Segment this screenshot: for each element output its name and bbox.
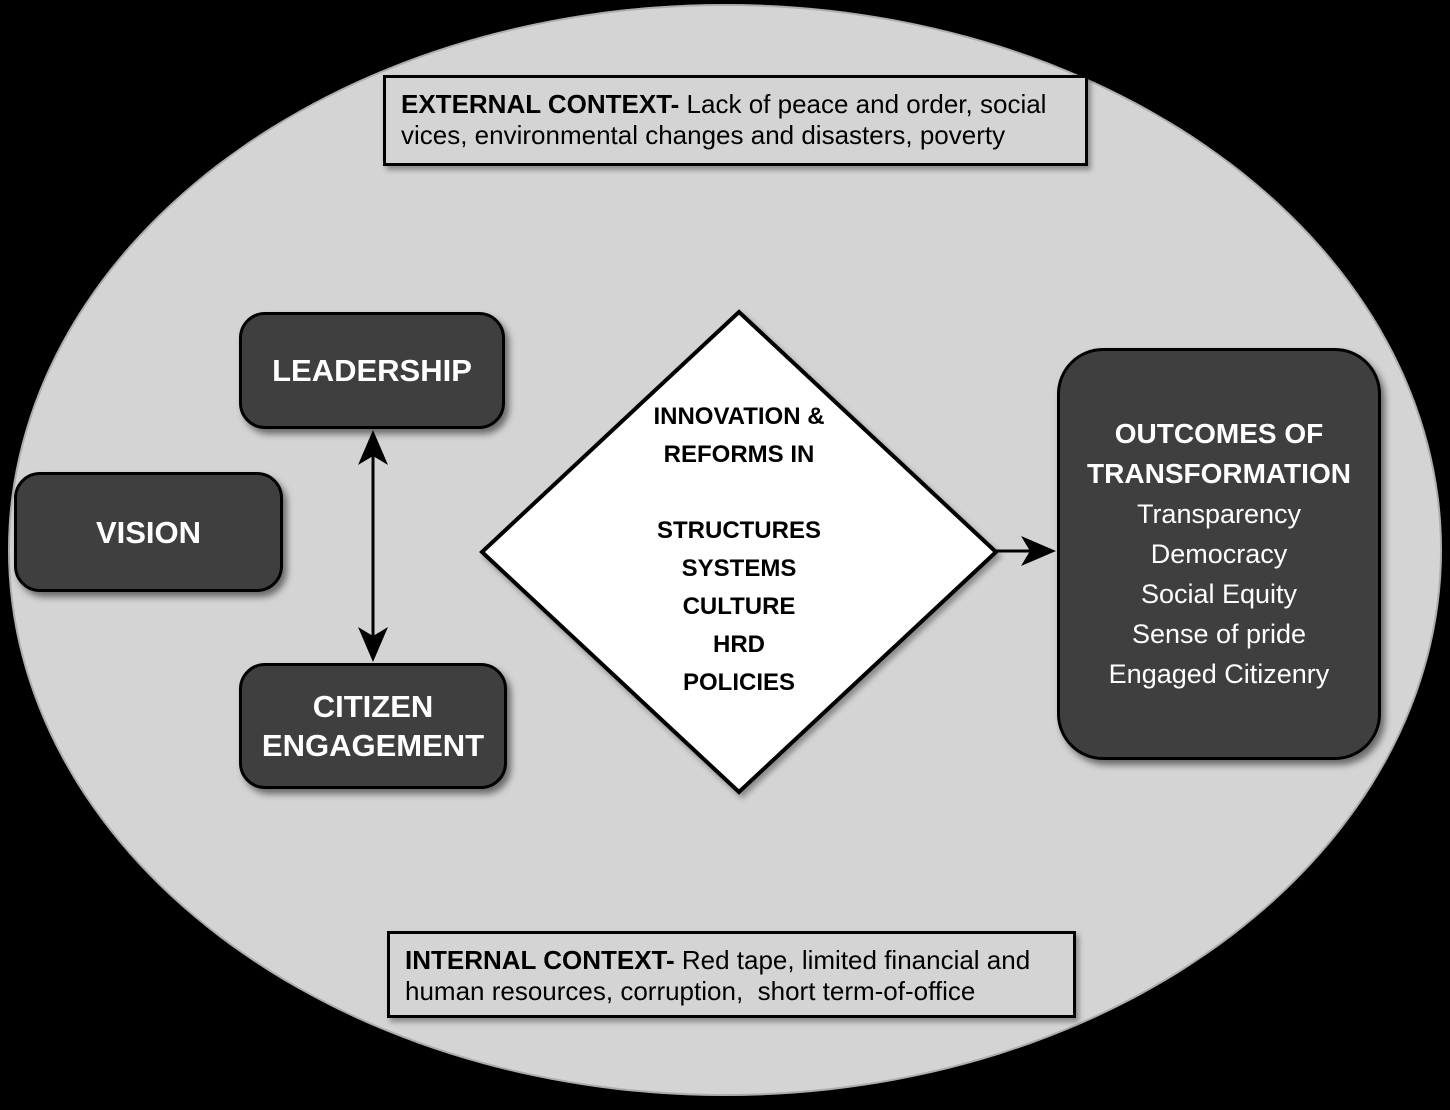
diamond-heading-line2: REFORMS IN [663,441,815,468]
citizen-engagement-node: CITIZEN ENGAGEMENT [239,663,507,789]
internal-context-text: Red tape, limited financial and human re… [405,945,1038,1006]
outcomes-item: Social Equity [1140,579,1298,609]
outcomes-item: Sense of pride [1131,619,1307,649]
diamond-item: STRUCTURES [656,517,821,544]
outcomes-item: Engaged Citizenry [1108,659,1330,689]
external-context-text: Lack of peace and order, social vices, e… [401,89,1054,150]
outcomes-title-line1: OUTCOMES OF [1114,418,1324,449]
vision-node: VISION [14,472,283,592]
citizen-engagement-label: CITIZEN ENGAGEMENT [261,689,485,763]
internal-context-label: INTERNAL CONTEXT- [405,945,675,975]
internal-context-box: INTERNAL CONTEXT- Red tape, limited fina… [387,931,1076,1018]
diamond-outcomes-arrow [996,536,1056,566]
leadership-label: LEADERSHIP [272,353,472,388]
outcomes-node: OUTCOMES OF TRANSFORMATION Transparency … [1057,348,1381,760]
vision-label: VISION [95,514,202,550]
arrowhead-down-icon [358,627,388,662]
leadership-node: LEADERSHIP [239,312,505,429]
diamond-item: POLICIES [682,669,796,696]
arrowhead-up-icon [358,430,388,465]
diamond-spacer [558,474,920,512]
diamond-item: SYSTEMS [681,555,797,582]
external-context-box: EXTERNAL CONTEXT- Lack of peace and orde… [383,75,1088,166]
outcomes-item: Democracy [1150,539,1288,569]
leadership-citizen-arrow [358,430,388,662]
external-context-label: EXTERNAL CONTEXT- [401,89,680,119]
arrowhead-right-icon [1021,536,1056,566]
outcomes-item: Transparency [1136,499,1302,529]
innovation-diamond [479,309,999,795]
diamond-item: HRD [713,631,765,658]
diamond-heading-line1: INNOVATION & [653,403,825,430]
diamond-item: CULTURE [682,593,796,620]
diamond-text: INNOVATION & REFORMS IN STRUCTURES SYSTE… [558,398,920,702]
outcomes-title-line2: TRANSFORMATION [1087,458,1351,489]
